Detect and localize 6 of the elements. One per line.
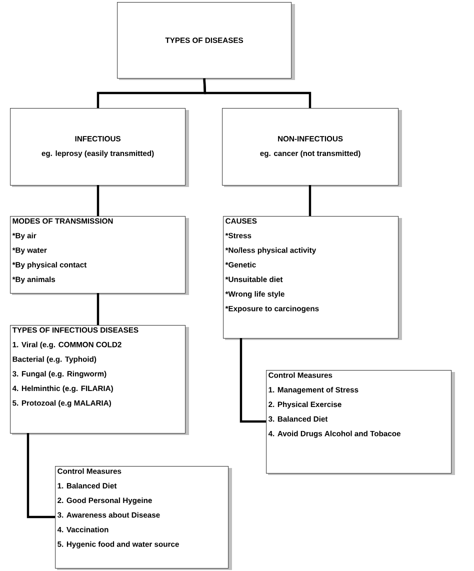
- connector-line: [308, 185, 312, 216]
- connector-line: [26, 433, 55, 518]
- connector-line: [203, 78, 312, 108]
- connector-line: [240, 338, 266, 423]
- connector-line: [96, 185, 100, 216]
- connector-line: [96, 293, 100, 325]
